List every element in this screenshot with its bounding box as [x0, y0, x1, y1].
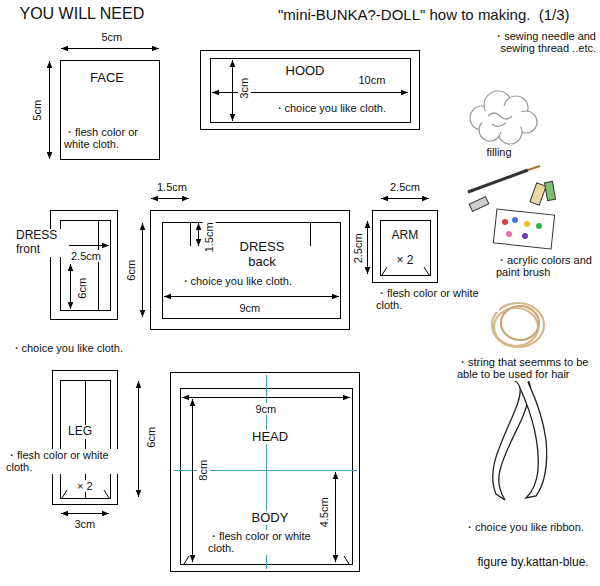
material-note: ・flesh color or white cloth.	[63, 126, 157, 151]
pattern-piece: LEG × 2	[52, 370, 118, 505]
dimension-arrows	[50, 49, 430, 563]
dimension: 9cm	[239, 302, 262, 315]
material-note: ・choice you like cloth.	[273, 102, 388, 115]
paint-icon	[468, 166, 556, 249]
page-heading: YOU WILL NEED	[19, 5, 146, 23]
quantity: × 2	[76, 480, 94, 493]
dimension: 5cm	[31, 98, 44, 121]
material-note: ・flesh color or white cloth.	[375, 287, 499, 312]
pattern-piece: HOOD ・choice you like cloth.	[200, 50, 420, 130]
material-note: ・choice you like cloth.	[179, 275, 294, 288]
guide-lines	[174, 375, 357, 569]
piece-name: DRESS front	[15, 229, 69, 257]
piece-name: FACE	[89, 71, 125, 86]
dimension: 2.5cm	[70, 250, 102, 263]
string-icon	[492, 303, 544, 347]
page-title: "mini-BUNKA?-DOLL" how to making. (1/3)	[277, 6, 571, 23]
quantity: × 2	[396, 254, 415, 268]
dimension: 4.5cm	[318, 496, 331, 528]
filling-icon	[470, 91, 537, 144]
dimension: 1.5cm	[203, 221, 216, 253]
material-note: ・flesh color or white cloth.	[207, 530, 321, 555]
piece-name: DRESS back	[236, 240, 288, 270]
dimension: 2.5cm	[352, 232, 365, 264]
dimension: 6cm	[76, 276, 89, 299]
piece-name: HEAD	[251, 430, 289, 445]
ribbon-icon	[493, 371, 547, 500]
dimension: 3cm	[238, 76, 251, 99]
material-note: ・choice you like cloth.	[10, 342, 125, 355]
dimension: 8cm	[197, 458, 210, 481]
supply-note: ・choice you like ribbon.	[463, 521, 585, 534]
material-note: ・flesh color or white cloth.	[5, 449, 119, 474]
pattern-piece: DRESS front	[50, 210, 118, 320]
piece-name: LEG	[67, 425, 93, 439]
supply-note: ・acrylic colors and paint brush	[495, 254, 597, 279]
supply-note: filling	[486, 146, 513, 159]
piece-name: ARM	[391, 229, 420, 243]
dimension: 9cm	[255, 403, 278, 416]
piece-name: HOOD	[285, 64, 326, 79]
dimension: 10cm	[358, 74, 387, 87]
pattern-piece: FACE ・flesh color or white cloth.	[60, 60, 160, 160]
dimension: 3cm	[74, 518, 97, 531]
supply-note: ・string that seemms to be able to be use…	[456, 356, 596, 381]
dimension: 1.5cm	[156, 181, 188, 194]
credit-caption: figure by.kattan-blue.	[477, 556, 590, 570]
dimension: 6cm	[145, 425, 158, 448]
piece-name: BODY	[251, 511, 290, 526]
supply-note: ・sewing needle and sewing thread ..etc.	[483, 30, 597, 55]
dimension: 6cm	[125, 258, 138, 281]
dimension: 5cm	[101, 31, 124, 44]
dimension: 2.5cm	[389, 181, 421, 194]
pattern-piece: ARM × 2	[372, 210, 438, 283]
